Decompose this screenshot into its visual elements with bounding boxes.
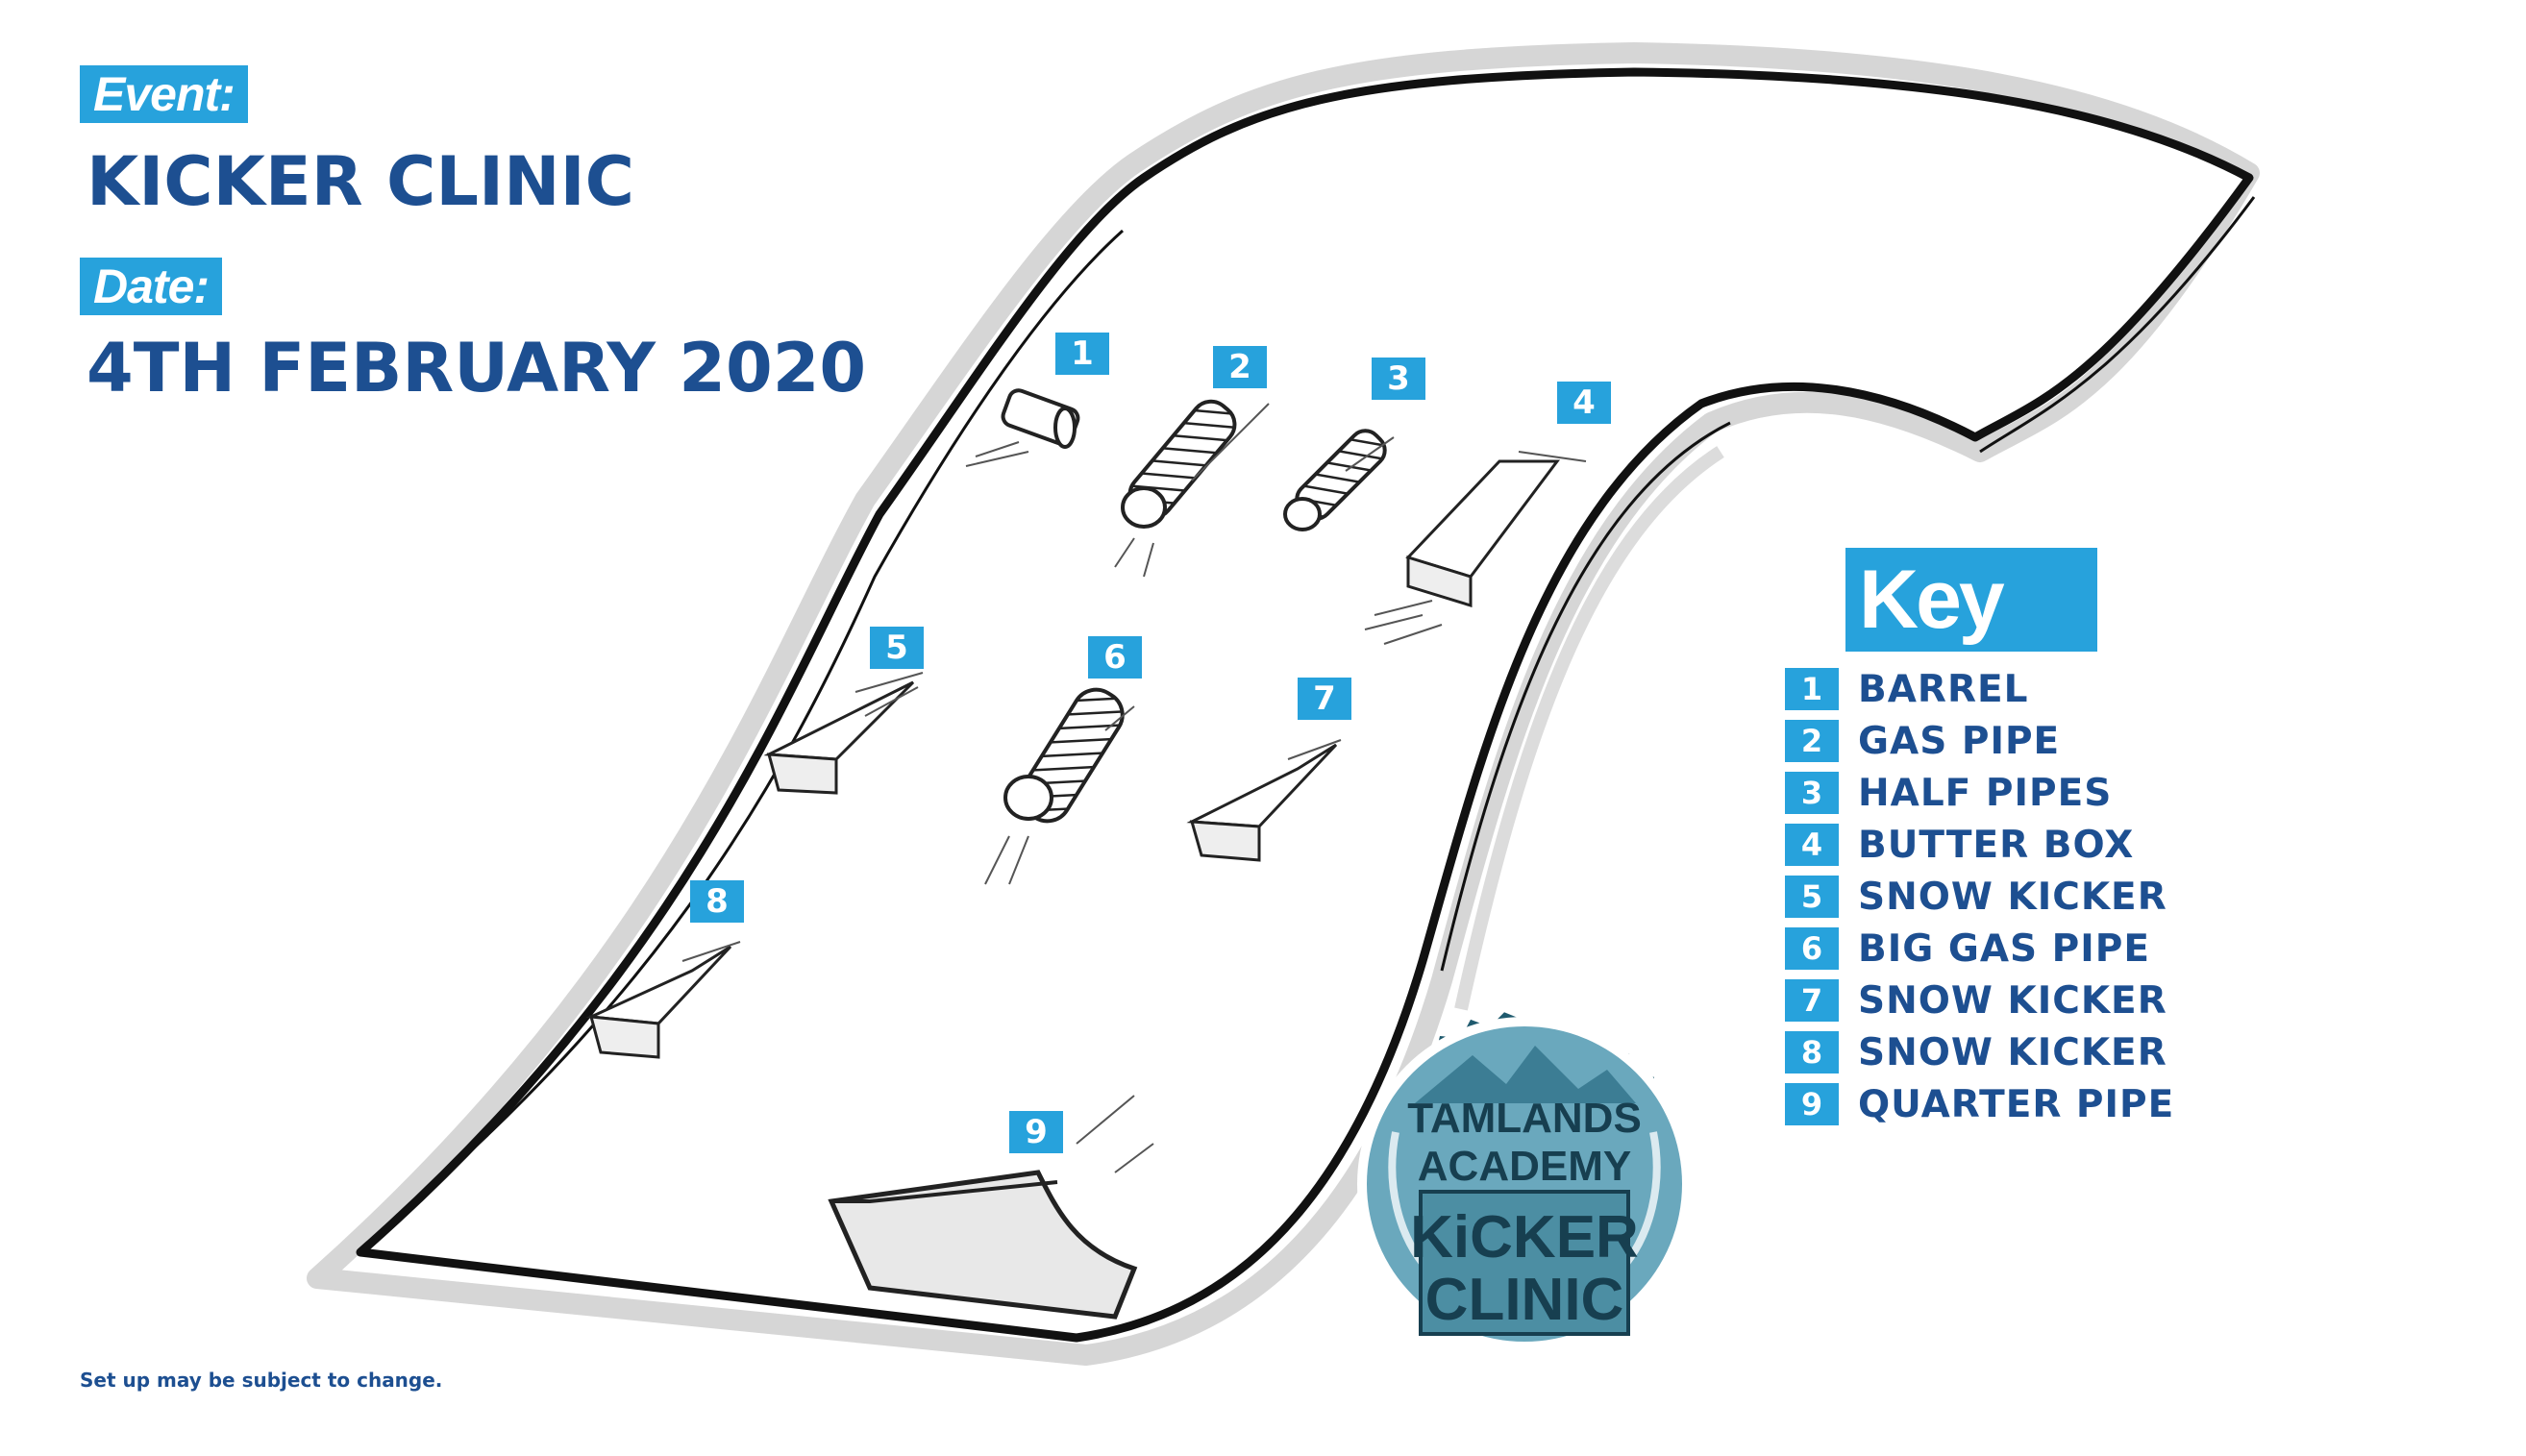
key-item: 4 BUTTER BOX [1785,819,2246,871]
badge-line-1: TAMLANDS [1407,1095,1642,1142]
barrel-feature [965,388,1080,467]
key-title: Key [1845,548,2097,652]
marker-4: 4 [1557,382,1611,424]
key-item-label: HALF PIPES [1858,771,2113,815]
badge-line-3: KiCKER [1410,1204,1639,1271]
key-item-number: 8 [1785,1031,1839,1073]
key-item: 7 SNOW KICKER [1785,975,2246,1026]
key-item: 9 QUARTER PIPE [1785,1078,2246,1130]
key-item: 8 SNOW KICKER [1785,1026,2246,1078]
key-item: 3 HALF PIPES [1785,767,2246,819]
key-item: 6 BIG GAS PIPE [1785,923,2246,975]
gas-pipe-feature [1114,399,1270,578]
slope-sketch-line [1440,421,1731,972]
key-item-label: GAS PIPE [1858,719,2061,763]
key-item-number: 5 [1785,876,1839,918]
badge-panel [1419,1190,1630,1336]
key-item-label: QUARTER PIPE [1858,1082,2175,1126]
key-list: 1 BARREL 2 GAS PIPE 3 HALF PIPES 4 BUTTER BO… [1785,663,2246,1130]
key-item-label: SNOW KICKER [1858,875,2167,919]
marker-6: 6 [1088,636,1142,679]
footnote: Set up may be subject to change. [80,1369,443,1392]
key-item: 1 BARREL [1785,663,2246,715]
key-item-number: 2 [1785,720,1839,762]
key-item-number: 7 [1785,979,1839,1022]
key-item-number: 1 [1785,668,1839,710]
badge-line-4: CLINIC [1425,1267,1624,1333]
key-item-label: SNOW KICKER [1858,978,2167,1023]
event-name: KICKER CLINIC [87,142,635,221]
key-item-number: 6 [1785,927,1839,970]
snow-kicker-7-feature [1186,739,1342,862]
snow-kicker-8-feature [585,941,741,1059]
quarter-pipe-feature [828,1095,1154,1320]
butter-box-feature [1364,451,1587,645]
half-pipes-feature [1283,429,1395,531]
slope-shadow [307,42,2260,1366]
key-item-label: BIG GAS PIPE [1858,926,2151,971]
marker-5: 5 [870,627,924,669]
key-item-label: BUTTER BOX [1858,823,2135,867]
key-item-label: SNOW KICKER [1858,1030,2167,1074]
key-item: 2 GAS PIPE [1785,715,2246,767]
key-item-number: 9 [1785,1083,1839,1125]
marker-1: 1 [1055,333,1109,375]
date-value: 4TH FEBRUARY 2020 [87,329,867,407]
marker-9: 9 [1009,1111,1063,1153]
event-label: Event: [80,65,248,123]
key-item-label: BARREL [1858,667,2029,711]
marker-3: 3 [1372,358,1425,400]
snow-kicker-5-feature [763,672,924,795]
date-label: Date: [80,258,223,315]
marker-2: 2 [1213,346,1267,388]
slope-shadow-right [1454,446,1724,1011]
mountain-icon [1415,1046,1636,1103]
tamlands-academy-badge: TAMLANDS ACADEMY KiCKER CLINIC [1357,1012,1692,1351]
big-gas-pipe-feature [984,687,1135,885]
marker-7: 7 [1298,678,1351,720]
marker-8: 8 [690,880,744,923]
key-item-number: 4 [1785,824,1839,866]
slope-sketch-line [1979,196,2256,454]
key-item-number: 3 [1785,772,1839,814]
badge-line-2: ACADEMY [1418,1143,1631,1190]
key-item: 5 SNOW KICKER [1785,871,2246,923]
